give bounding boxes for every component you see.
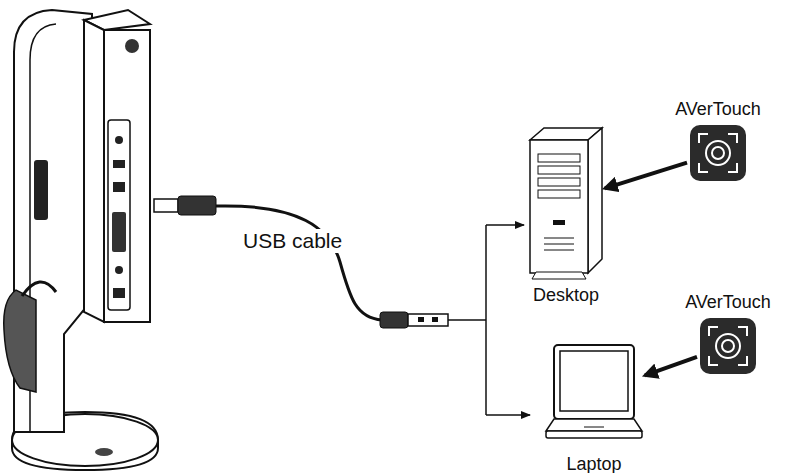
pointer-arrow [605,163,687,189]
icon-corner [699,163,708,172]
vent-line [544,244,574,245]
drive-bay [538,178,580,186]
laptop-deck [546,419,642,431]
icon-corner [728,163,737,172]
node-label: Laptop [566,454,621,473]
node-outline [530,128,602,273]
drive-bay [538,154,580,162]
laptop-computer: Laptop [546,345,642,442]
icon-lens [716,334,740,358]
camera-clip-loop [22,282,56,296]
icon-corner [738,356,747,365]
usb-plug-body [380,312,408,328]
icon-corner [709,327,718,336]
vent-line [544,238,574,239]
camera-clip [4,290,36,392]
bracket-arrow [486,414,530,416]
port [115,266,123,274]
icon-lens [706,141,730,165]
port [112,212,126,252]
usb-plug-metal [154,199,178,212]
camera-head-front [104,30,150,322]
usb-plug-hole [418,317,424,322]
app-icon: AVerTouch [700,318,756,374]
camera-head-side [84,20,104,322]
desktop-computer: Desktop [530,128,602,273]
tower-side [588,128,602,273]
icon-corner [738,327,747,336]
app-icon-tile [700,318,756,374]
port [113,182,125,192]
laptop-trackpad [584,427,604,428]
cable-label: USB cable [240,229,345,253]
icon-lens-inner [722,340,734,352]
app-icon-tile [690,125,746,181]
icon-corner [699,134,708,143]
node-outline [546,345,642,442]
port [115,136,123,144]
port [113,288,125,298]
icon-corner [709,356,718,365]
node-outline [700,318,756,374]
bracket-line [448,319,486,321]
app-icon: AVerTouch [690,125,746,181]
logo-mark [34,160,48,220]
camera-knob [125,39,139,53]
laptop-screen [560,351,628,411]
port-panel [108,120,130,310]
bracket-line [485,225,487,415]
usb-plug-hole [432,317,438,322]
node-label: AVerTouch [685,292,771,312]
laptop-base [546,431,642,438]
usb-plug-body [178,196,216,215]
node-outline [690,125,746,181]
tower-front [530,140,588,273]
node-label: Desktop [533,285,599,305]
port [113,160,125,168]
icon-lens-inner [712,147,724,159]
vent-line [544,250,574,251]
bracket-arrow [486,224,524,226]
icon-corner [728,134,737,143]
node-label: AVerTouch [675,99,761,119]
base-button [95,448,113,456]
drive-bay [538,166,580,174]
usb-plug-metal [408,314,448,326]
laptop-lid [554,345,634,419]
tower-foot [532,272,586,279]
tower-button [553,220,565,225]
pointer-arrow [645,357,697,375]
usb-cable [216,206,382,320]
drive-bay [538,190,580,198]
